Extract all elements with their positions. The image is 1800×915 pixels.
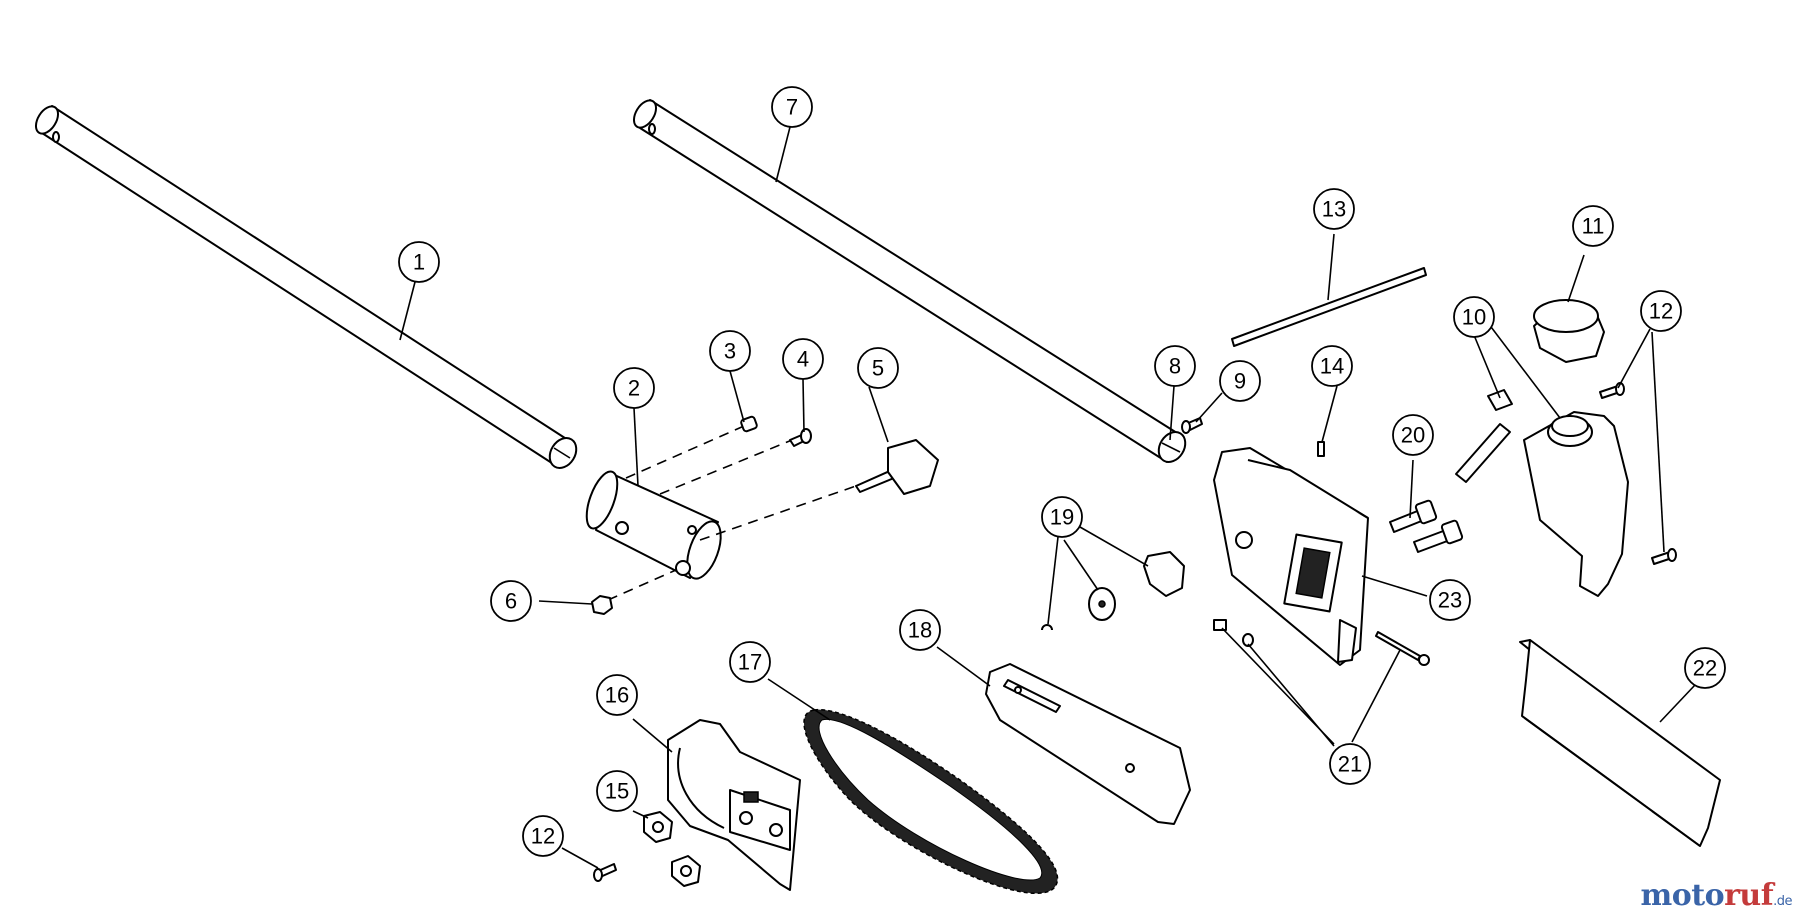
svg-text:7: 7 <box>786 95 798 120</box>
part-3-screw <box>740 415 758 433</box>
svg-text:18: 18 <box>908 618 932 643</box>
part-1-shaft-tube <box>34 105 578 469</box>
part-14-pin <box>1317 441 1325 457</box>
svg-text:17: 17 <box>738 650 762 675</box>
part-22-bar-cover <box>1519 639 1721 847</box>
svg-text:12: 12 <box>531 824 555 849</box>
part-2-coupler <box>585 470 722 580</box>
callout-13: 13 <box>1313 188 1355 230</box>
callout-15: 15 <box>596 770 638 812</box>
callout-12-left: 12 <box>522 815 564 857</box>
svg-text:13: 13 <box>1322 197 1346 222</box>
callout-6: 6 <box>490 580 532 622</box>
svg-text:4: 4 <box>797 347 809 372</box>
callout-19: 19 <box>1041 496 1083 538</box>
part-9-bolt <box>1181 417 1203 434</box>
part-12-screw-lower <box>1651 548 1677 565</box>
callout-16: 16 <box>596 674 638 716</box>
leader-lines <box>399 126 1696 869</box>
assembly-line-5 <box>699 485 857 541</box>
callout-23: 23 <box>1429 579 1471 621</box>
part-21-bolt-and-nuts <box>1213 619 1430 666</box>
part-7-extension-tube <box>632 99 1187 463</box>
callout-8: 8 <box>1154 345 1196 387</box>
part-17-chain <box>803 708 1059 894</box>
svg-text:16: 16 <box>605 683 629 708</box>
part-16-sprocket-cover <box>667 719 801 891</box>
svg-text:11: 11 <box>1582 214 1605 239</box>
callout-18: 18 <box>899 609 941 651</box>
callout-9: 9 <box>1219 360 1261 402</box>
part-23-gear-housing <box>1213 447 1369 666</box>
svg-text:22: 22 <box>1693 656 1717 681</box>
part-5-knob <box>855 439 939 495</box>
svg-text:3: 3 <box>724 339 736 364</box>
part-11-cap <box>1533 299 1605 363</box>
svg-text:1: 1 <box>413 250 425 275</box>
callout-2: 2 <box>613 367 655 409</box>
callout-20: 20 <box>1392 414 1434 456</box>
svg-text:15: 15 <box>605 779 629 804</box>
svg-text:12: 12 <box>1649 299 1673 324</box>
svg-text:9: 9 <box>1234 369 1246 394</box>
callout-12-right: 12 <box>1640 290 1682 332</box>
part-12-screw-left <box>593 863 617 882</box>
svg-text:8: 8 <box>1169 354 1181 379</box>
svg-text:6: 6 <box>505 589 517 614</box>
motoruf-watermark-logo: motoruf.de <box>1640 878 1792 913</box>
part-10-oil-tank <box>1455 389 1629 597</box>
part-4-pin <box>789 428 812 447</box>
svg-text:23: 23 <box>1438 588 1462 613</box>
callout-3: 3 <box>709 330 751 372</box>
svg-text:14: 14 <box>1320 354 1344 379</box>
callout-14: 14 <box>1311 345 1353 387</box>
assembly-line-3 <box>625 425 745 479</box>
part-18-guide-bar <box>985 663 1191 825</box>
callout-4: 4 <box>782 338 824 380</box>
assembly-line-4 <box>659 439 793 495</box>
svg-text:21: 21 <box>1338 752 1362 777</box>
callout-5: 5 <box>857 347 899 389</box>
svg-text:19: 19 <box>1050 505 1074 530</box>
part-12-screw-upper <box>1599 382 1625 399</box>
callout-17: 17 <box>729 641 771 683</box>
callout-22: 22 <box>1684 647 1726 689</box>
assembly-line-6 <box>607 569 677 601</box>
callout-21: 21 <box>1329 743 1371 785</box>
part-20-bolts <box>1389 499 1464 553</box>
part-19-sprocket-set <box>1041 551 1185 631</box>
part-13-rod <box>1231 267 1427 347</box>
part-15-nuts <box>643 811 701 887</box>
svg-text:5: 5 <box>872 356 884 381</box>
callout-7: 7 <box>771 86 813 128</box>
callout-1: 1 <box>398 241 440 283</box>
svg-text:2: 2 <box>628 376 640 401</box>
callout-11: 11 <box>1572 205 1614 247</box>
part-6-nut <box>591 595 613 615</box>
svg-text:10: 10 <box>1462 305 1486 330</box>
callout-10: 10 <box>1453 296 1495 338</box>
svg-text:20: 20 <box>1401 423 1425 448</box>
